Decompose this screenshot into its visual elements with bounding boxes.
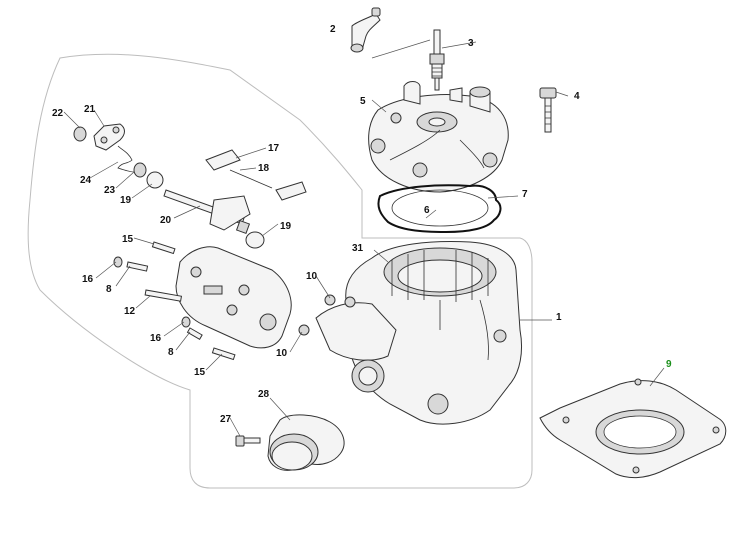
callout-28[interactable]: 28 <box>258 389 270 400</box>
callout-31[interactable]: 31 <box>352 243 364 254</box>
valve-washer-part[interactable] <box>73 126 87 142</box>
valve-bushing-right-part[interactable] <box>245 231 265 249</box>
callout-16-lower[interactable]: 16 <box>150 333 162 344</box>
cover-bolt-upper-part[interactable] <box>151 241 176 255</box>
callout-22[interactable]: 22 <box>52 108 64 119</box>
callout-16-upper[interactable]: 16 <box>82 274 94 285</box>
callout-2[interactable]: 2 <box>330 24 336 35</box>
callout-24[interactable]: 24 <box>80 175 92 186</box>
callout-8-lower[interactable]: 8 <box>168 347 174 358</box>
valve-cover-part[interactable] <box>175 246 292 349</box>
callout-9-highlighted[interactable]: 9 <box>666 359 672 370</box>
callout-6[interactable]: 6 <box>424 205 430 216</box>
valve-shaft-part[interactable] <box>163 189 251 235</box>
cover-plug-upper-part[interactable] <box>113 256 149 272</box>
callout-15-upper[interactable]: 15 <box>122 234 134 245</box>
intake-manifold-part[interactable] <box>267 414 345 471</box>
callout-10-upper[interactable]: 10 <box>306 271 318 282</box>
valve-group-outline <box>27 53 533 489</box>
callout-8-upper[interactable]: 8 <box>106 284 112 295</box>
callout-27[interactable]: 27 <box>220 414 232 425</box>
base-gasket-part[interactable] <box>539 378 727 479</box>
callout-19-upper[interactable]: 19 <box>120 195 132 206</box>
cylinder-part[interactable] <box>315 241 523 425</box>
cover-stud-part[interactable] <box>144 289 183 302</box>
cover-bolt-lower-part[interactable] <box>211 347 236 361</box>
spark-plug-part[interactable] <box>429 29 445 91</box>
callout-18[interactable]: 18 <box>258 163 270 174</box>
callout-19-lower[interactable]: 19 <box>280 221 292 232</box>
cover-plug-lower-part[interactable] <box>181 316 203 341</box>
head-gasket-part[interactable] <box>377 184 502 234</box>
callout-21[interactable]: 21 <box>84 104 96 115</box>
valve-lever-part[interactable] <box>93 123 125 151</box>
callout-5[interactable]: 5 <box>360 96 366 107</box>
callout-17[interactable]: 17 <box>268 143 280 154</box>
spark-plug-cap-part[interactable] <box>350 7 381 53</box>
cylinder-head-part[interactable] <box>368 81 509 193</box>
callout-12[interactable]: 12 <box>124 306 136 317</box>
callout-20[interactable]: 20 <box>160 215 172 226</box>
cylinder-nut-lower-part[interactable] <box>298 324 310 336</box>
cylinder-nut-upper-part[interactable] <box>324 294 356 308</box>
callout-10-lower[interactable]: 10 <box>276 348 288 359</box>
valve-spring-part[interactable] <box>117 145 135 173</box>
callout-3[interactable]: 3 <box>468 38 474 49</box>
valve-bushing-part[interactable] <box>133 162 164 189</box>
callout-1[interactable]: 1 <box>556 312 562 323</box>
flange-bolt-part[interactable] <box>235 435 261 447</box>
callout-4[interactable]: 4 <box>574 91 580 102</box>
exhaust-valve-part[interactable] <box>205 149 307 201</box>
callout-23[interactable]: 23 <box>104 185 116 196</box>
callout-15-lower[interactable]: 15 <box>194 367 206 378</box>
callout-7[interactable]: 7 <box>522 189 528 200</box>
head-bolt-part[interactable] <box>539 87 557 133</box>
valve-pin-part[interactable] <box>229 169 273 189</box>
